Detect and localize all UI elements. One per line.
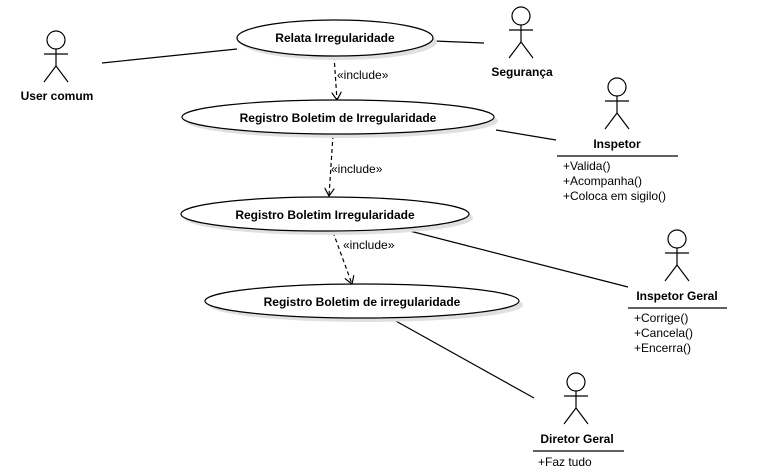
include-label-2: «include» [331, 162, 383, 176]
diretor-geral-method: +Faz tudo [538, 455, 592, 469]
assoc-diretor-uc4 [393, 319, 535, 399]
uc1-label: Relata Irregularidade [275, 31, 395, 45]
actor-seguranca-label: Segurança [491, 65, 553, 79]
use-case-registro-boletim-de-irregularidade[interactable]: Registro Boletim de Irregularidade [181, 99, 498, 138]
inspetor-geral-method: +Encerra() [634, 341, 691, 355]
include-arrow-2 [329, 134, 333, 196]
inspetor-geral-method: +Cancela() [634, 326, 693, 340]
inspetor-method: +Valida() [563, 159, 610, 173]
actor-seguranca[interactable] [508, 6, 534, 59]
uc3-label: Registro Boletim Irregularidade [235, 208, 415, 222]
assoc-inspetorgeral-uc3 [401, 228, 629, 288]
assoc-user-relata [101, 48, 238, 64]
actor-diretor-geral-label: Diretor Geral [540, 432, 613, 446]
uc2-label: Registro Boletim de Irregularidade [240, 111, 437, 125]
actor-inspetor-geral-label: Inspetor Geral [636, 289, 717, 303]
stick-figure-icon [566, 372, 586, 392]
assoc-seguranca-relata [433, 40, 485, 44]
actor-inspetor[interactable] [604, 77, 630, 130]
stick-figure-icon [46, 30, 66, 50]
stick-figure-icon [667, 229, 687, 249]
stick-figure-icon [607, 77, 627, 97]
include-arrow-1 [334, 55, 337, 100]
actor-inspetor-label: Inspetor [593, 137, 641, 151]
stick-figure-icon [511, 6, 531, 26]
actor-user-comum-label: User comum [21, 89, 94, 103]
actor-diretor-geral[interactable] [563, 372, 589, 425]
use-case-registro-boletim-de-irregularidade-2[interactable]: Registro Boletim de irregularidade [204, 283, 523, 322]
uc4-label: Registro Boletim de irregularidade [264, 295, 461, 309]
actor-inspetor-geral[interactable] [664, 229, 690, 282]
use-case-relata-irregularidade[interactable]: Relata Irregularidade [236, 19, 437, 60]
include-arrow-3 [332, 231, 352, 284]
inspetor-method: +Coloca em sigilo() [563, 189, 666, 203]
include-label-3: «include» [343, 238, 395, 252]
use-case-registro-boletim-irregularidade[interactable]: Registro Boletim Irregularidade [180, 196, 473, 235]
include-label-1: «include» [337, 68, 389, 82]
inspetor-method: +Acompanha() [563, 174, 642, 188]
actor-user-comum[interactable] [43, 30, 69, 83]
assoc-inspetor-uc2 [495, 129, 557, 141]
inspetor-geral-method: +Corrige() [634, 311, 688, 325]
